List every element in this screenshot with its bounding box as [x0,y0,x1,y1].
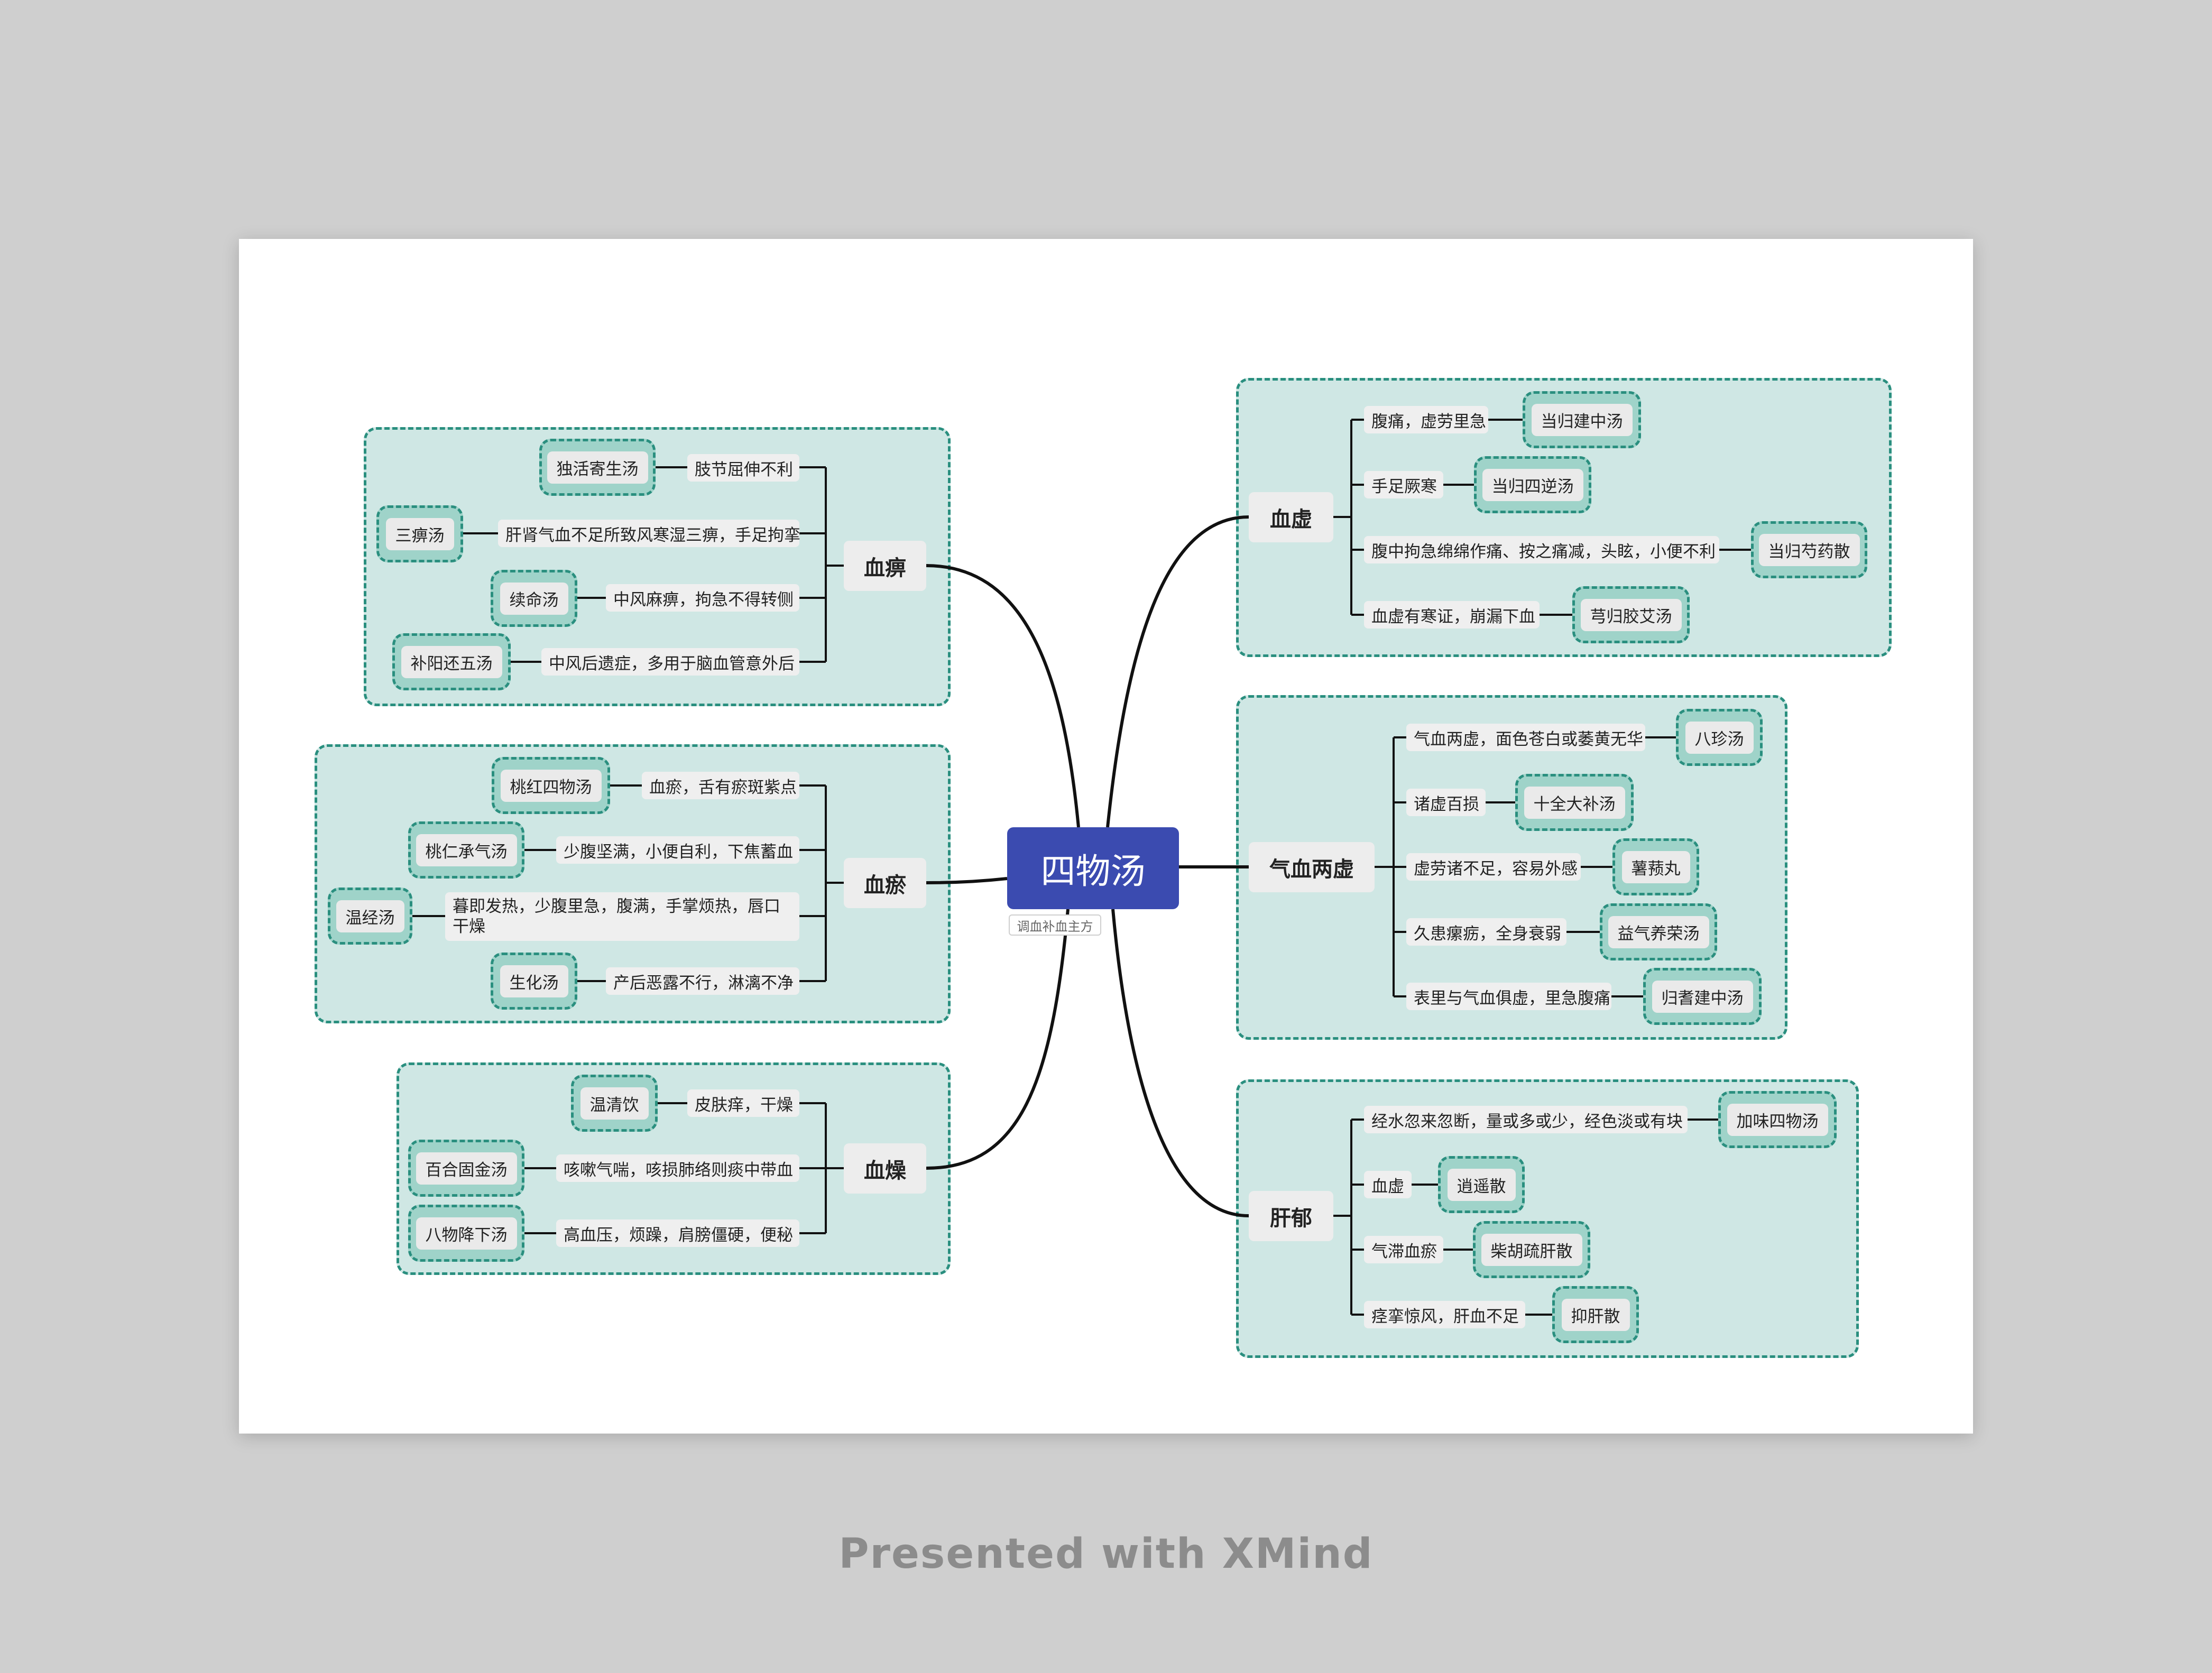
formula-label: 加味四物汤 [1727,1103,1828,1136]
central-label: 调血补血主方 [1009,914,1101,936]
topic-qixueliangxu[interactable]: 气血两虚 [1249,842,1375,892]
subtopic-xuexu-4[interactable]: 血虚有寒证，崩漏下血 [1364,601,1540,628]
formula-label: 抑肝散 [1561,1298,1630,1331]
formula-ganyu-2[interactable]: 逍遥散 [1438,1156,1525,1213]
subtopic-xuezao-1[interactable]: 皮肤痒，干燥 [687,1089,799,1117]
formula-xuexu-2[interactable]: 当归四逆汤 [1474,456,1591,513]
central-topic[interactable]: 四物汤 [1007,827,1179,909]
subtopic-xueyu-4[interactable]: 产后恶露不行，淋漓不净 [606,967,799,995]
formula-ganyu-4[interactable]: 抑肝散 [1552,1286,1639,1343]
formula-qixue-1[interactable]: 八珍汤 [1676,709,1763,766]
formula-xuexu-1[interactable]: 当归建中汤 [1523,391,1641,448]
formula-label: 八珍汤 [1685,721,1754,754]
formula-ganyu-3[interactable]: 柴胡疏肝散 [1473,1221,1590,1278]
formula-xuezao-1[interactable]: 温清饮 [571,1075,658,1132]
formula-xuexu-4[interactable]: 芎归胶艾汤 [1572,586,1690,643]
formula-label: 十全大补汤 [1524,786,1625,819]
formula-label: 归耆建中汤 [1652,980,1753,1013]
formula-label: 百合固金汤 [416,1152,517,1185]
formula-xuebi-2[interactable]: 三痹汤 [376,505,463,562]
subtopic-xuexu-3[interactable]: 腹中拘急绵绵作痛、按之痛减，头眩，小便不利 [1364,536,1719,563]
topic-ganyu[interactable]: 肝郁 [1249,1191,1333,1241]
formula-label: 桃仁承气汤 [416,834,517,866]
topic-xueyu[interactable]: 血瘀 [844,858,926,908]
subtopic-xuebi-3[interactable]: 中风麻痹，拘急不得转侧 [606,584,799,612]
topic-xuebi[interactable]: 血痹 [844,541,926,591]
subtopic-qixue-5[interactable]: 表里与气血俱虚，里急腹痛 [1406,983,1611,1010]
formula-xueyu-1[interactable]: 桃红四物汤 [492,757,610,814]
subtopic-xuezao-2[interactable]: 咳嗽气喘，咳损肺络则痰中带血 [556,1154,799,1182]
formula-label: 益气养荣汤 [1608,916,1709,948]
subtopic-xuebi-2[interactable]: 肝肾气血不足所致风寒湿三痹，手足拘挛 [498,520,800,547]
formula-label: 温经汤 [336,900,404,932]
subtopic-ganyu-3[interactable]: 气滞血瘀 [1364,1236,1443,1263]
topic-xuezao[interactable]: 血燥 [844,1143,926,1194]
formula-label: 八物降下汤 [416,1217,517,1250]
footer-branding: Presented with XMind [838,1530,1374,1578]
formula-xuexu-3[interactable]: 当归芍药散 [1751,521,1867,578]
subtopic-ganyu-1[interactable]: 经水忽来忽断，量或多或少，经色淡或有块 [1364,1106,1688,1133]
formula-xueyu-3[interactable]: 温经汤 [328,888,412,945]
formula-label: 当归芍药散 [1758,533,1860,566]
formula-xuezao-2[interactable]: 百合固金汤 [408,1140,524,1197]
formula-label: 独活寄生汤 [547,451,648,484]
subtopic-xueyu-3[interactable]: 暮即发热，少腹里急，腹满，手掌烦热，唇口干燥 [445,892,799,941]
subtopic-xuexu-1[interactable]: 腹痛，虚劳里急 [1364,406,1488,433]
formula-label: 当归建中汤 [1531,403,1633,436]
subtopic-qixue-4[interactable]: 久患瘰疬，全身衰弱 [1406,918,1566,946]
formula-xueyu-2[interactable]: 桃仁承气汤 [408,821,524,879]
formula-label: 薯蓣丸 [1621,851,1690,883]
formula-qixue-2[interactable]: 十全大补汤 [1515,774,1634,831]
subtopic-ganyu-2[interactable]: 血虚 [1364,1171,1412,1198]
formula-qixue-4[interactable]: 益气养荣汤 [1600,903,1717,960]
formula-label: 桃红四物汤 [500,769,602,802]
formula-xueyu-4[interactable]: 生化汤 [491,953,577,1010]
subtopic-xuebi-4[interactable]: 中风后遗症，多用于脑血管意外后 [541,648,799,676]
formula-label: 续命汤 [500,582,568,615]
formula-xuebi-1[interactable]: 独活寄生汤 [539,439,656,496]
subtopic-qixue-2[interactable]: 诸虚百损 [1406,789,1486,816]
formula-label: 逍遥散 [1447,1168,1516,1201]
subtopic-xuexu-2[interactable]: 手足厥寒 [1364,471,1443,498]
subtopic-xuezao-3[interactable]: 高血压，烦躁，肩膀僵硬，便秘 [556,1219,799,1247]
formula-qixue-5[interactable]: 归耆建中汤 [1643,968,1762,1025]
formula-xuebi-4[interactable]: 补阳还五汤 [392,633,511,690]
formula-label: 生化汤 [500,965,568,997]
formula-xuebi-3[interactable]: 续命汤 [491,570,577,627]
formula-label: 柴胡疏肝散 [1481,1233,1582,1266]
formula-label: 三痹汤 [385,517,454,550]
formula-label: 芎归胶艾汤 [1580,598,1682,631]
formula-xuezao-3[interactable]: 八物降下汤 [408,1205,524,1262]
subtopic-ganyu-4[interactable]: 痉挛惊风，肝血不足 [1364,1301,1525,1328]
formula-label: 当归四逆汤 [1482,468,1583,501]
formula-qixue-3[interactable]: 薯蓣丸 [1612,838,1699,895]
topic-xuexu[interactable]: 血虚 [1249,492,1333,542]
subtopic-qixue-3[interactable]: 虚劳诸不足，容易外感 [1406,853,1581,881]
subtopic-xueyu-2[interactable]: 少腹坚满，小便自利，下焦蓄血 [556,836,799,864]
subtopic-qixue-1[interactable]: 气血两虚，面色苍白或萎黄无华 [1406,724,1645,751]
subtopic-xueyu-1[interactable]: 血瘀，舌有瘀斑紫点 [642,772,799,799]
formula-ganyu-1[interactable]: 加味四物汤 [1718,1091,1837,1148]
formula-label: 补阳还五汤 [401,645,502,678]
formula-label: 温清饮 [580,1087,649,1120]
subtopic-xuebi-1[interactable]: 肢节屈伸不利 [687,454,799,482]
